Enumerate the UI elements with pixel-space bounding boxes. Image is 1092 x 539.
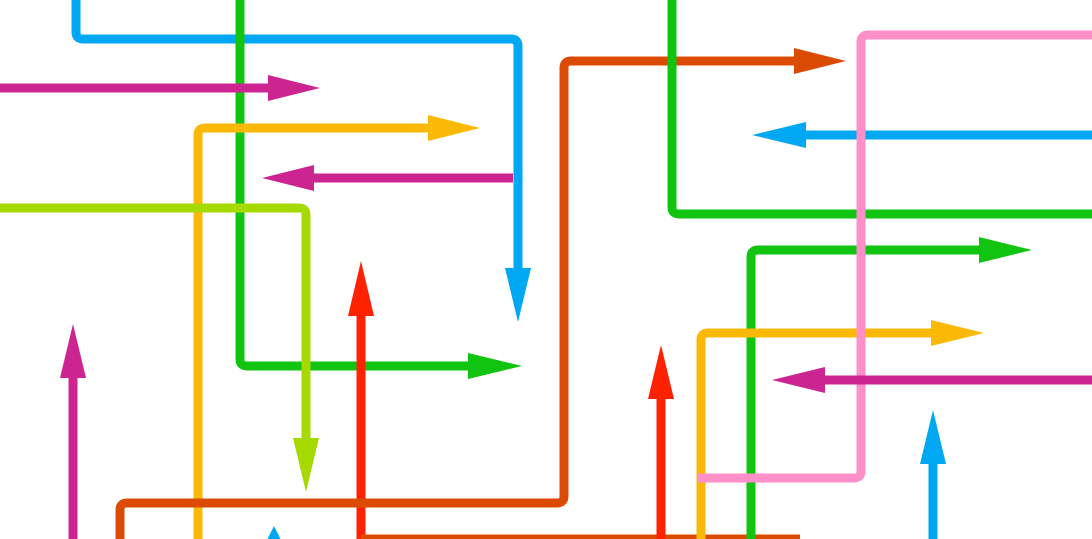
lime-left-arrow: [0, 203, 319, 492]
magenta-right-arrow: [772, 367, 1092, 393]
red-left-arrow: [348, 261, 374, 539]
magenta-center-left-arrow: [262, 165, 513, 191]
orange-upper-left-arrow: [193, 115, 480, 539]
rust-center-arrow: [115, 48, 846, 539]
green-top-right-line: [667, 0, 1092, 219]
green-right-arrow: [746, 237, 1032, 539]
orange-right-arrow: [696, 320, 984, 539]
green-left-vertical-path-arrow: [235, 0, 522, 379]
blue-bottom-right-arrow: [920, 410, 946, 539]
red-center-arrow: [648, 345, 674, 539]
pink-right-line: [697, 30, 1092, 483]
blue-right-arrow: [752, 122, 1092, 148]
magenta-bottom-left-arrow: [60, 324, 86, 539]
blue-bottom-left-arrow: [267, 526, 281, 539]
magenta-top-left-arrow: [0, 75, 320, 101]
blue-top-left-path-arrow: [71, 0, 531, 322]
